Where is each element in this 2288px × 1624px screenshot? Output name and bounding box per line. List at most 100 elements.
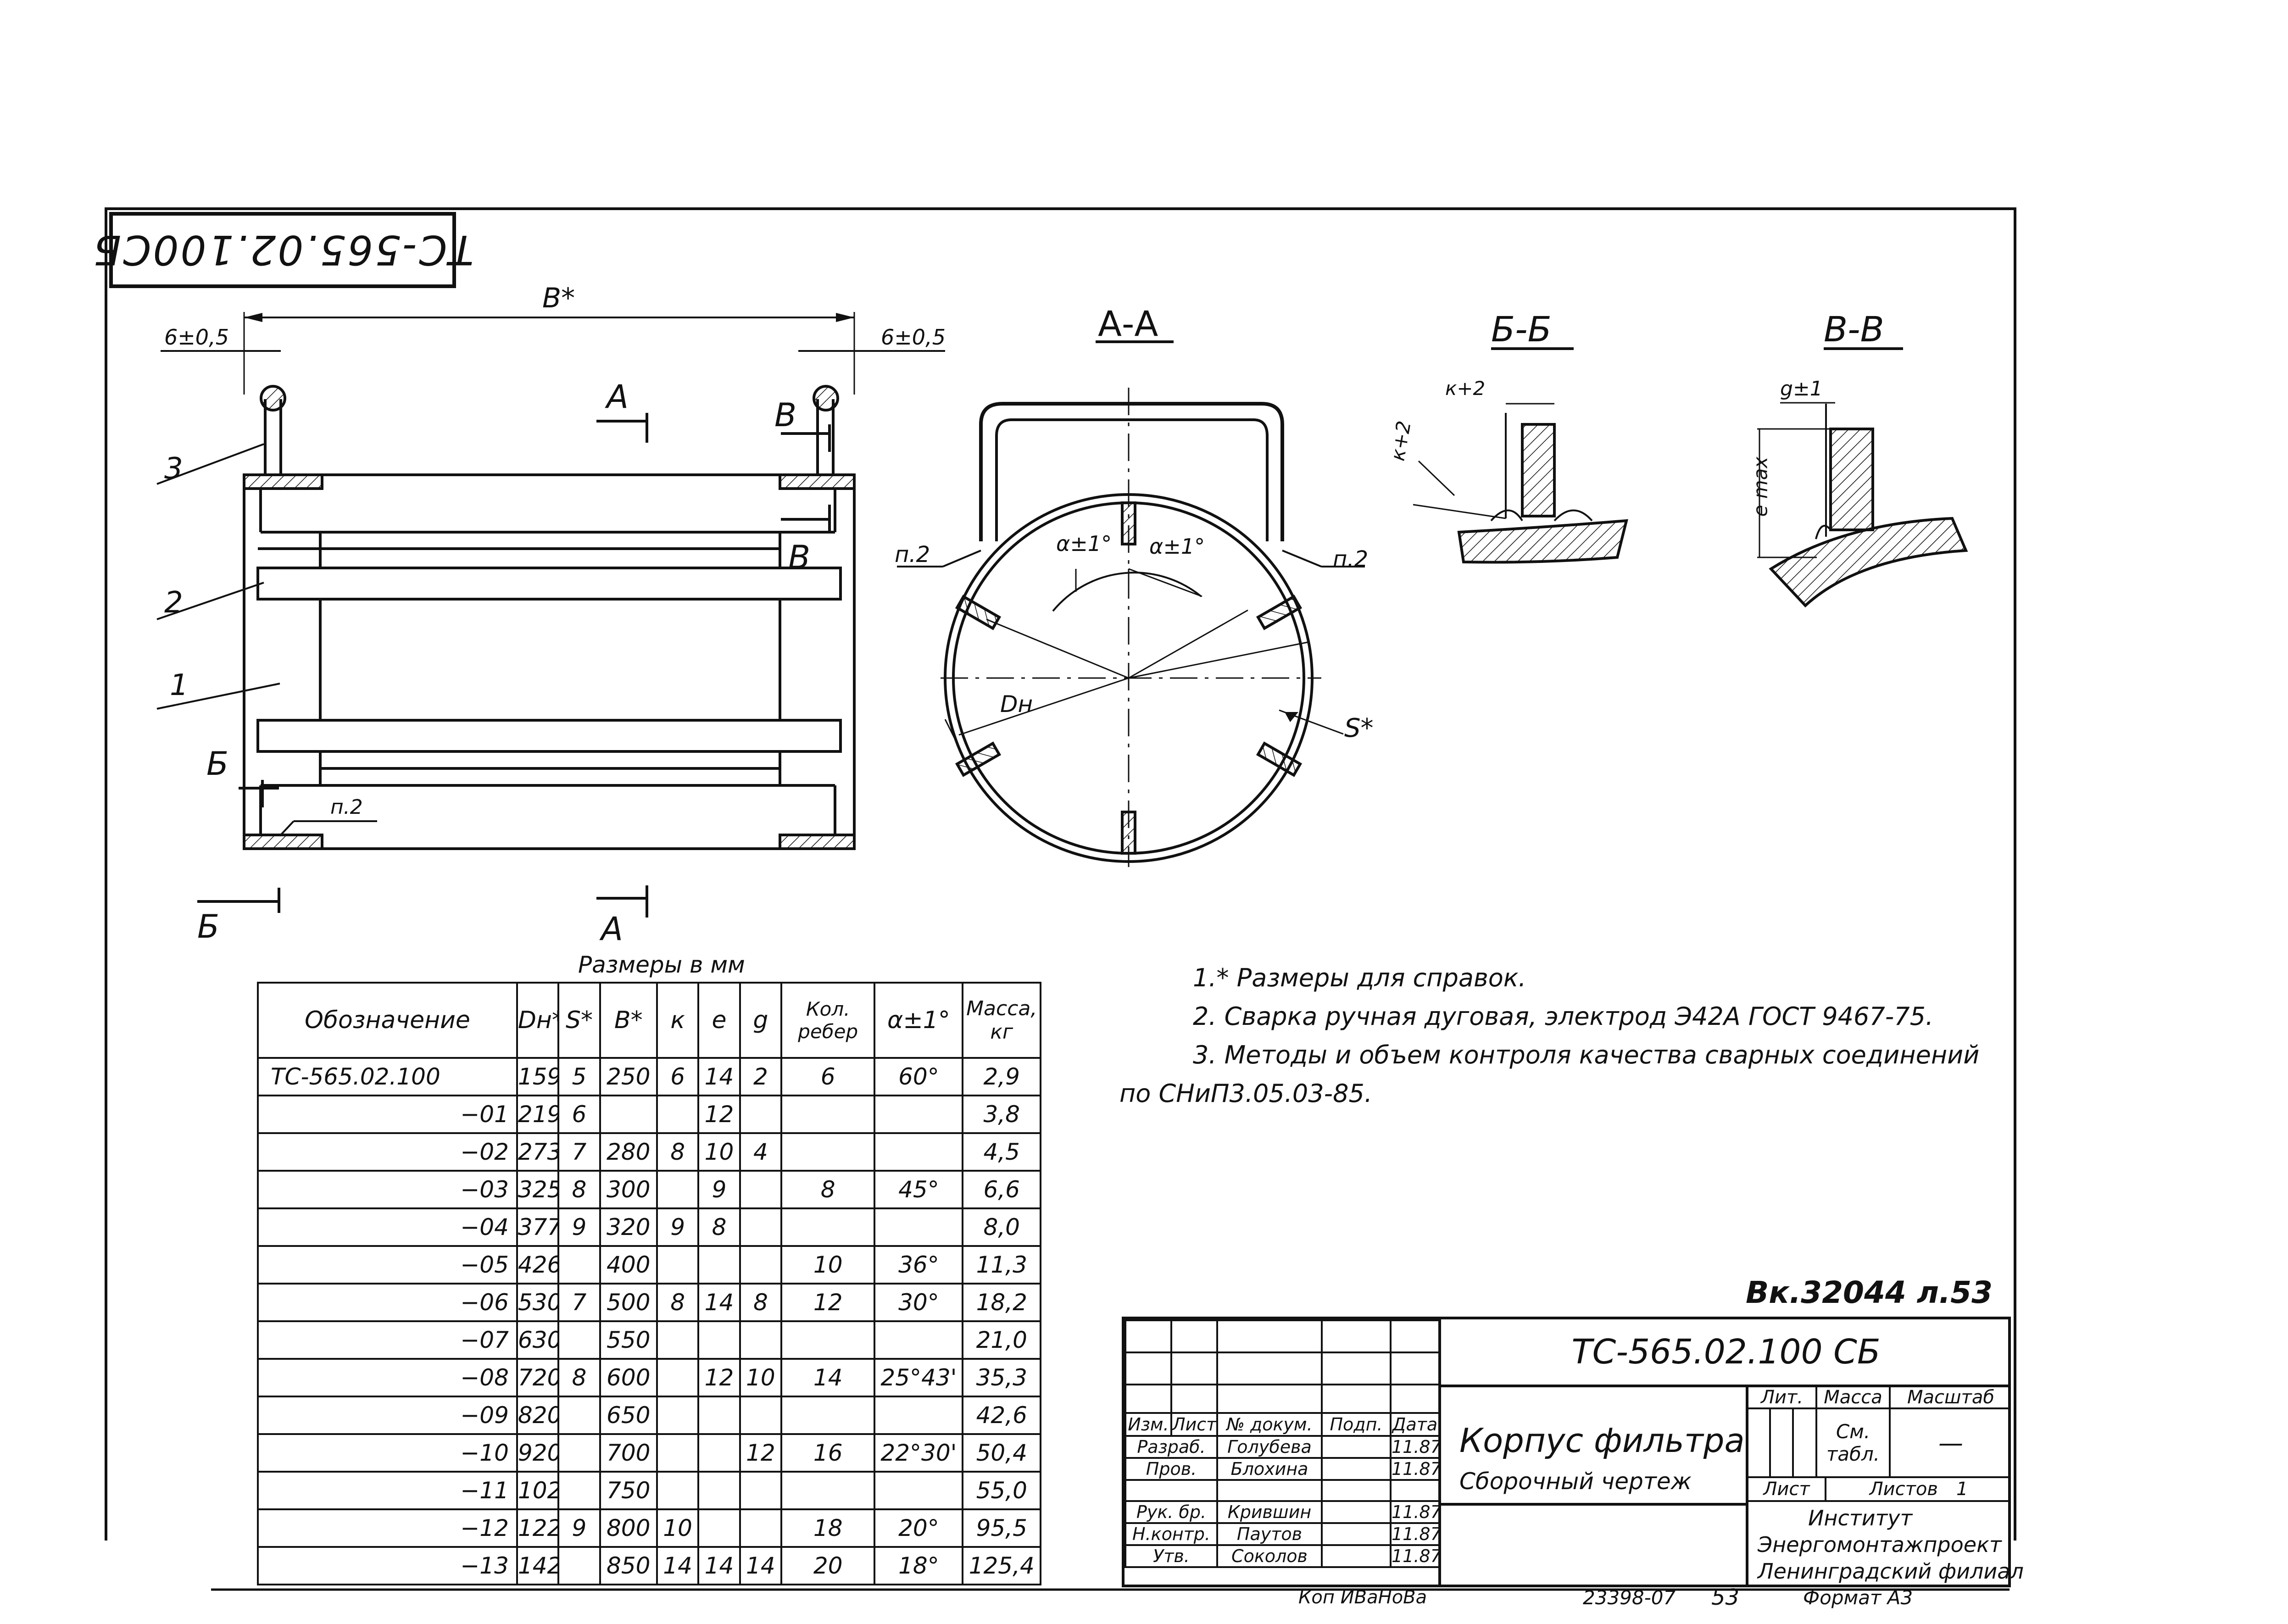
table-cell: 9 [697,1170,741,1209]
row-designation: −06 [257,1283,518,1322]
table-cell: 18° [874,1546,964,1585]
section-vv-dim-g: g±1 [1780,377,1823,400]
dims-table-caption: Размеры в мм [578,951,745,978]
table-cell: 8,0 [962,1207,1041,1247]
table-cell: 273 [516,1132,560,1172]
row-designation: −03 [257,1170,518,1209]
mass-label: Масса [1817,1387,1891,1409]
table-cell: 95,5 [962,1508,1041,1548]
table-cell: 14 [656,1546,700,1585]
table-cell: 219 [516,1095,560,1134]
table-cell: 8 [557,1170,601,1209]
table-cell: 3,8 [962,1095,1041,1134]
table-cell: 7 [557,1283,601,1322]
signature-name: Крившин [1216,1500,1323,1524]
row-designation: −11 [257,1471,518,1510]
table-cell [874,1208,964,1247]
title-block-revisions: Изм. Лист № докум. Подп. Дата Разраб.Гол… [1125,1319,1441,1585]
header-designation: Обозначение [257,982,518,1059]
header-ribs: Кол. ребер [780,982,876,1059]
row-designation: ТС-565.02.100 [257,1057,518,1096]
signature-mark [1321,1522,1392,1546]
footer-copy: Коп ИВаНоВа [1298,1587,1427,1608]
section-aa-weld-left: п.2 [895,542,930,567]
table-cell: 8 [697,1207,741,1247]
header-g: g [739,982,783,1059]
table-cell [697,1246,741,1285]
col-list: Лист [1170,1412,1218,1437]
table-cell: 18 [780,1508,876,1548]
table-cell: 280 [599,1132,658,1172]
row-designation: −13 [257,1546,518,1585]
header-e: е [697,982,741,1059]
section-mark-a-bottom: А [601,910,623,948]
table-cell: 6 [656,1057,700,1096]
table-cell: 550 [599,1320,658,1360]
table-cell [780,1096,876,1134]
dims-table-header-row: Обозначение Dн* S* В* к е g Кол. ребер α… [257,982,1041,1059]
note-3: 3. Методы и объем контроля качества свар… [1193,1040,1980,1069]
table-cell [780,1396,876,1435]
dim-overall-label: В* [542,282,575,314]
row-designation: −09 [257,1396,518,1435]
front-view [156,312,945,918]
section-aa-angle-left: α±1° [1056,531,1112,556]
table-cell [557,1321,601,1360]
table-cell [557,1396,601,1435]
title-cell: Корпус фильтра Сборочный чертеж [1441,1387,1748,1587]
col-izm: Изм. [1125,1412,1172,1437]
table-cell: 36° [874,1245,964,1285]
table-cell: 20° [874,1508,964,1548]
table-cell: 10 [697,1132,741,1172]
signature-mark [1321,1479,1392,1502]
section-aa-weld-right: п.2 [1333,546,1369,572]
table-cell: 12 [697,1095,741,1134]
table-cell: 12 [739,1433,783,1473]
tolerance-left-label: 6±0,5 [164,325,229,350]
table-cell: 8 [656,1283,700,1322]
table-cell [780,1321,876,1360]
signature-mark [1321,1435,1392,1459]
header-dn: Dн* [516,982,560,1059]
table-cell [739,1208,783,1247]
table-cell: 42,6 [962,1396,1041,1435]
table-cell: 530 [516,1283,560,1322]
footer-format-label: Формат [1803,1586,1882,1609]
table-cell: 21,0 [962,1320,1041,1360]
header-s: S* [557,982,601,1059]
signature-role: Разраб. [1125,1435,1218,1459]
signature-name: Паутов [1216,1522,1323,1546]
table-cell: 6 [557,1095,601,1134]
table-cell [557,1472,601,1510]
table-cell [739,1246,783,1285]
table-cell: 10 [739,1358,783,1397]
table-cell: 820 [516,1396,560,1435]
section-mark-v-mid: В [788,539,811,576]
row-designation: −10 [257,1433,518,1473]
signatures-header-row: Изм. Лист № докум. Подп. Дата [1125,1412,1440,1437]
table-cell [874,1472,964,1510]
table-cell [656,1321,700,1360]
table-cell: 9 [656,1207,700,1247]
table-cell: 6 [780,1057,876,1096]
table-cell: 426 [516,1245,560,1285]
org-line-1: Институт [1808,1506,1913,1530]
table-cell: 14 [780,1358,876,1397]
table-cell: 300 [599,1170,658,1209]
table-cell: 14 [697,1283,741,1322]
table-cell [557,1246,601,1285]
section-bb-dim-k-top: к+2 [1445,377,1486,400]
table-cell: 500 [599,1283,658,1322]
table-cell [739,1096,783,1134]
table-cell: 50,4 [962,1433,1041,1473]
sheet-label: Лист [1748,1478,1826,1502]
table-cell: 12 [780,1283,876,1322]
table-cell: 377 [516,1207,560,1247]
